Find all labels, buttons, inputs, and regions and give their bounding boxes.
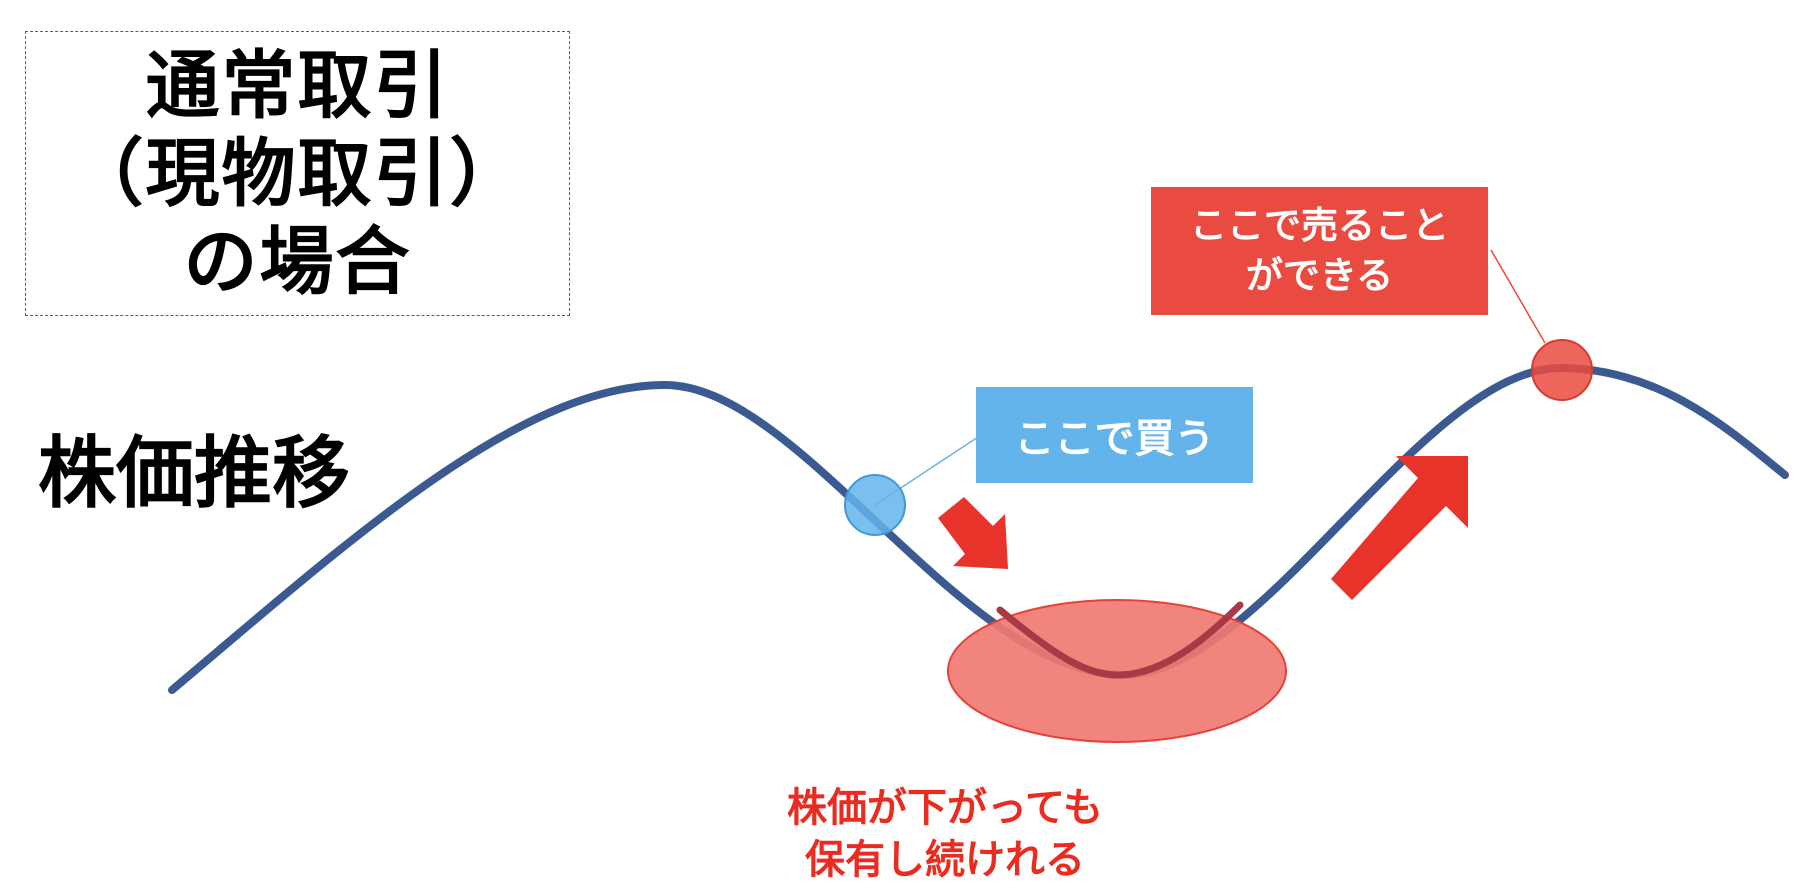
curve-through-dip: [996, 601, 1244, 679]
title-box: 通常取引 （現物取引） の場合: [25, 31, 570, 316]
buy-callout-text: ここで買う: [1014, 416, 1215, 462]
sell-point-marker: [1531, 339, 1593, 401]
up-arrow-icon: [1331, 456, 1468, 600]
stock-price-trend-label: 株価推移: [38, 429, 351, 519]
title-line-2: （現物取引）: [69, 130, 526, 217]
title-line-1: 通常取引: [145, 42, 450, 129]
hold-note-line-1: 株価が下がっても: [787, 785, 1103, 831]
sell-callout-line-2: ができる: [1245, 254, 1394, 297]
title-line-3: の場合: [183, 218, 412, 305]
sell-callout: ここで売ること ができる: [1151, 187, 1488, 315]
hold-note: 株価が下がっても 保有し続けれる: [740, 782, 1150, 886]
sell-callout-line-1: ここで売ること: [1190, 204, 1449, 247]
buy-point-marker: [844, 474, 906, 536]
sell-leader-line: [1490, 249, 1546, 344]
buy-callout: ここで買う: [976, 387, 1253, 483]
hold-note-line-2: 保有し続けれる: [805, 837, 1085, 883]
dip-highlight-ellipse: [947, 599, 1287, 743]
down-arrow-icon: [938, 497, 1008, 569]
